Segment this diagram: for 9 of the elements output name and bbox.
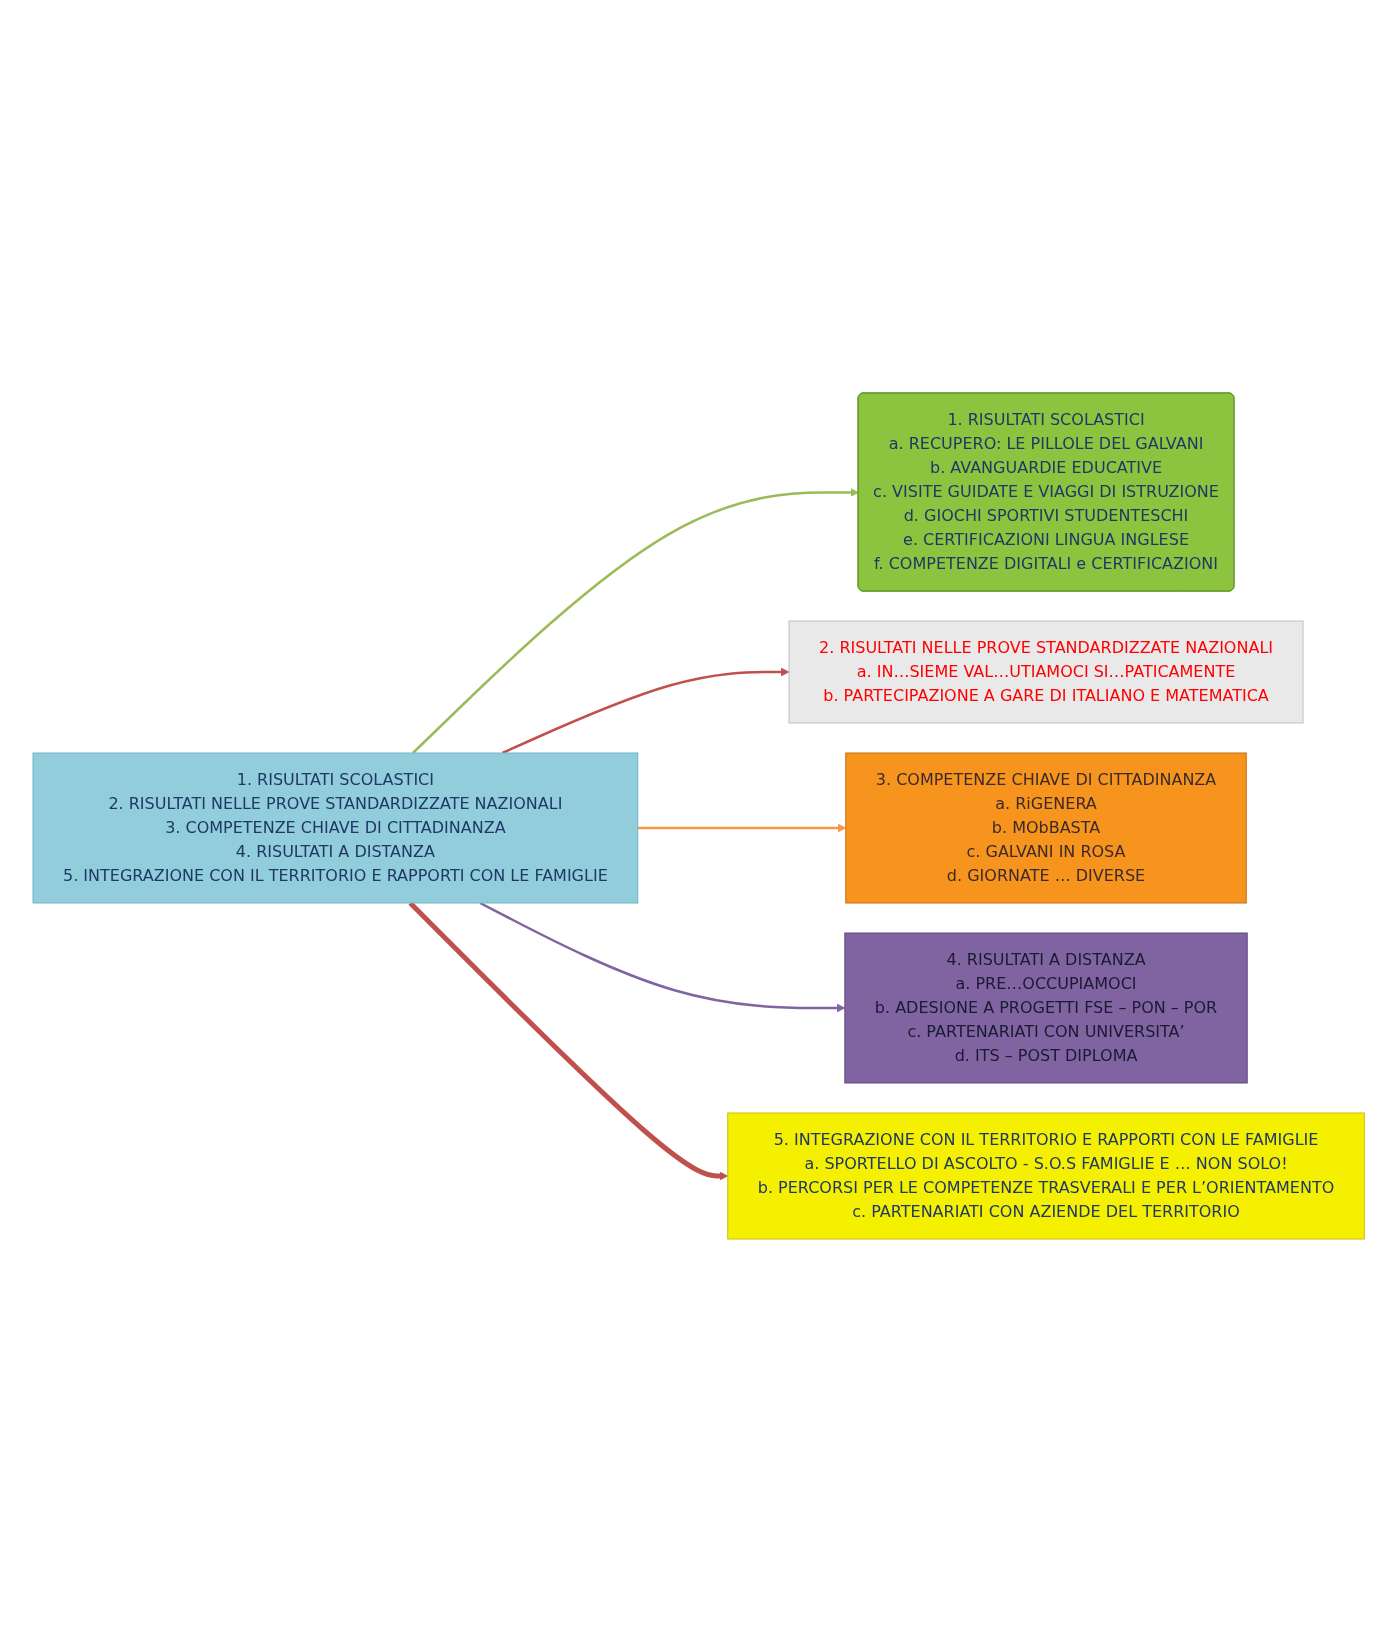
node-box: 1. RISULTATI SCOLASTICI 2. RISULTATI NELLE PROVE STANDARDIZZATE NAZIONALI 3. COMPETENZE CHIAVE DI CITTADINANZA 4. RISULTATI A DISTANZA 5. INTEGRAZIONE CON IL TERRITORIO E RAPPORTI CON LE FAMIGLIE xyxy=(32,752,639,903)
node-box: 5. INTEGRAZIONE CON IL TERRITORIO E RAPPORTI CON LE FAMIGLIE a. SPORTELLO DI ASCOLTO - S.O.S FAMIGLIE E … NON SOLO! b. PERCORSI PER LE COMPETENZE TRASVERALI E PER L’ORIENTAMENTO c. PARTENARIATI CON AZIENDE DEL TERRITORIO xyxy=(727,1112,1366,1239)
arrow xyxy=(638,823,847,832)
arrow xyxy=(502,667,790,754)
arrow xyxy=(479,901,846,1012)
arrow xyxy=(412,487,860,754)
node-box: 3. COMPETENZE CHIAVE DI CITTADINANZA a. RiGENERA b. MObBASTA c. GALVANI IN ROSA d. GIORNATE … DIVERSE xyxy=(845,752,1248,903)
node-box: 2. RISULTATI NELLE PROVE STANDARDIZZATE NAZIONALI a. IN…SIEME VAL…UTIAMOCI SI…PATICAMENTE b. PARTECIPAZIONE A GARE DI ITALIANO E MATEMATICA xyxy=(788,620,1304,723)
node-box: 4. RISULTATI A DISTANZA a. PRE…OCCUPIAMOCI b. ADESIONE A PROGETTI FSE – PON – POR c. PARTENARIATI CON UNIVERSITA’ d. ITS – POST DIPLOMA xyxy=(844,932,1249,1083)
